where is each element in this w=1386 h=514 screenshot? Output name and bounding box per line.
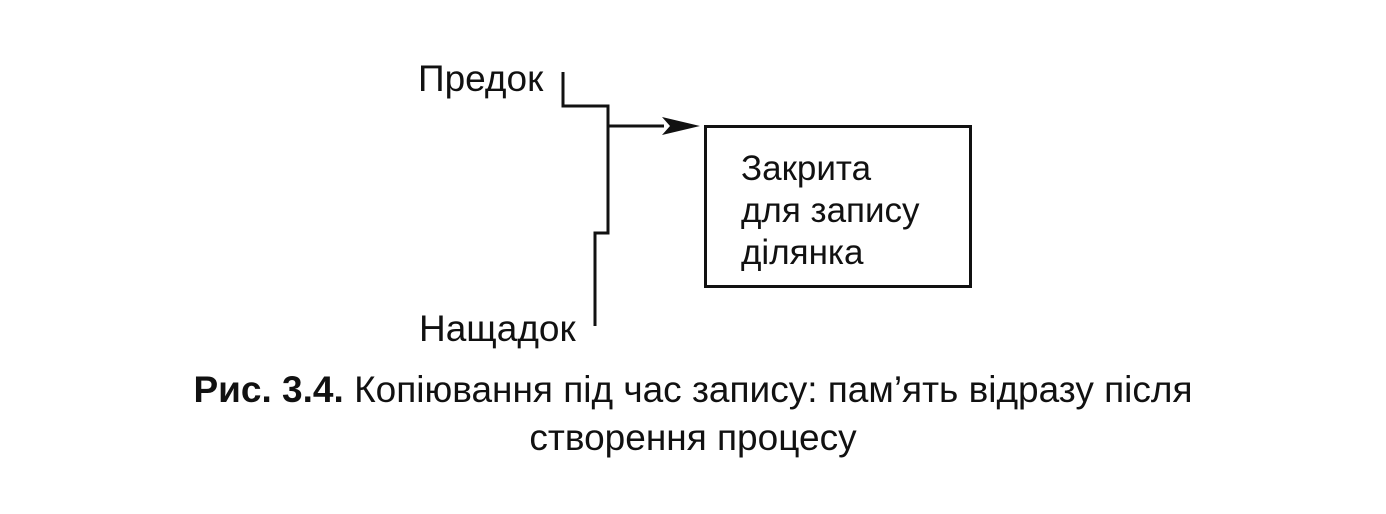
- region-label: Закрита для запису ділянка: [741, 148, 920, 274]
- write-protected-region-box: Закрита для запису ділянка: [704, 125, 972, 288]
- region-label-line: ділянка: [741, 233, 864, 272]
- caption-figure-number: Рис. 3.4.: [193, 369, 344, 410]
- caption-text-line-2: створення процесу: [529, 417, 857, 458]
- child-connector: [593, 126, 610, 326]
- arrowhead-icon: [662, 117, 700, 135]
- parent-label: Предок: [418, 58, 544, 99]
- parent-connector: [561, 72, 610, 126]
- region-label-line: Закрита: [741, 149, 872, 188]
- child-label: Нащадок: [419, 308, 576, 349]
- region-label-line: для запису: [741, 191, 920, 230]
- caption-line-1: Рис. 3.4. Копіювання під час запису: пам…: [0, 366, 1386, 414]
- caption-text-line-1: Копіювання під час запису: пам’ять відра…: [354, 369, 1193, 410]
- figure-caption: Рис. 3.4. Копіювання під час запису: пам…: [0, 366, 1386, 462]
